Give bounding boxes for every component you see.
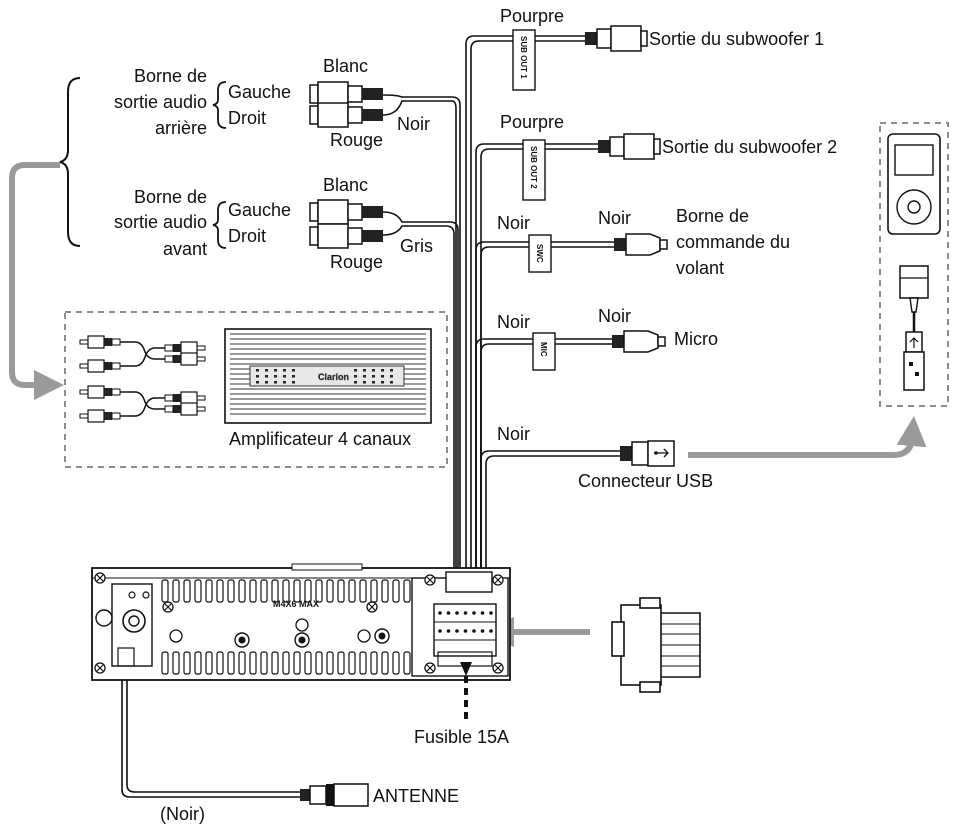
purple-label: Pourpre <box>500 112 564 132</box>
sub-out-2-label: Sortie du subwoofer 2 <box>662 137 837 157</box>
rca-plug-icon <box>614 233 668 256</box>
screw-icon <box>424 574 436 586</box>
red-label: Rouge <box>330 130 383 150</box>
purple-label: Pourpre <box>500 6 564 26</box>
screw-icon <box>492 662 504 674</box>
rear-terminal-label: arrière <box>155 118 207 138</box>
bolt-icon <box>294 632 310 648</box>
rca-plug-icon <box>164 352 206 366</box>
rca-plug-icon <box>79 409 121 423</box>
rca-plug-icon <box>79 359 121 373</box>
left-label: Gauche <box>228 82 291 102</box>
black-label: Noir <box>497 312 530 332</box>
rca-plug-icon <box>598 133 661 160</box>
front-terminal-label: sortie audio <box>114 212 207 232</box>
amp-rca-cables <box>120 341 165 417</box>
brace-rear-small <box>212 81 227 129</box>
white-label: Blanc <box>323 56 368 76</box>
brace-left <box>59 77 81 247</box>
antenna-label: ANTENNE <box>373 786 459 806</box>
rca-plug-icon <box>612 330 666 353</box>
rca-plug-icon <box>309 81 383 107</box>
black-label: Noir <box>598 306 631 326</box>
rca-plug-icon <box>164 391 206 405</box>
fuse-label: Fusible 15A <box>414 727 509 747</box>
rca-plug-icon <box>309 223 383 249</box>
svg-text:MIC: MIC <box>539 342 548 357</box>
ipod-cable-icon <box>899 265 929 391</box>
front-terminal-label: avant <box>163 239 207 259</box>
micro-label: Micro <box>674 329 718 349</box>
screw-icon <box>162 601 174 613</box>
screw-icon <box>424 662 436 674</box>
screw-icon <box>366 601 378 613</box>
amplifier-icon: Clarion <box>224 328 432 424</box>
rear-terminal-label: sortie audio <box>114 92 207 112</box>
amplifier-dashed-box <box>64 311 448 468</box>
usb-connector-label: Connecteur USB <box>578 471 713 491</box>
rear-terminal-label: Borne de <box>134 66 207 86</box>
screw-spec-label: M4X6 MAX <box>273 599 319 609</box>
amp-brand: Clarion <box>318 372 349 382</box>
amplifier-label: Amplificateur 4 canaux <box>229 429 411 449</box>
screw-icon <box>94 572 106 584</box>
rear-to-amp-arrow <box>9 162 64 400</box>
screw-icon <box>94 662 106 674</box>
brace-front-small <box>212 201 227 249</box>
svg-text:SWC: SWC <box>535 244 544 263</box>
usb-plug-icon <box>620 440 675 467</box>
tag-mic: MIC <box>532 332 556 371</box>
cable-bundle <box>121 35 620 798</box>
rca-plug-icon <box>585 25 648 52</box>
antenna-plug-icon <box>300 783 369 807</box>
ipod-dashed-box <box>879 122 949 407</box>
grey-label: Gris <box>400 236 433 256</box>
tag-sub-out-2: SUB OUT 2 <box>522 139 546 201</box>
fuse-arrow-icon <box>460 662 472 722</box>
ipod-icon <box>887 133 941 235</box>
sub-out-1-label: Sortie du subwoofer 1 <box>649 29 824 49</box>
rca-plug-icon <box>164 341 206 355</box>
usb-to-ipod-arrow <box>688 416 927 458</box>
bolt-icon <box>374 628 390 644</box>
black-label: Noir <box>497 424 530 444</box>
black-label: Noir <box>497 213 530 233</box>
svg-text:SUB OUT 1: SUB OUT 1 <box>519 36 528 79</box>
steering-control-label: Borne de <box>676 206 749 226</box>
right-label: Droit <box>228 108 266 128</box>
iso-connector-icon <box>611 597 701 693</box>
rca-plug-icon <box>79 385 121 399</box>
red-label: Rouge <box>330 252 383 272</box>
rca-plug-icon <box>164 402 206 416</box>
screw-icon <box>492 574 504 586</box>
rca-plug-icon <box>309 199 383 225</box>
right-label: Droit <box>228 226 266 246</box>
tag-swc: SWC <box>528 234 552 273</box>
black-label: Noir <box>397 114 430 134</box>
left-label: Gauche <box>228 200 291 220</box>
rca-plug-icon <box>309 102 383 128</box>
tag-sub-out-1: SUB OUT 1 <box>512 29 536 91</box>
svg-text:SUB OUT 2: SUB OUT 2 <box>529 146 538 189</box>
front-terminal-label: Borne de <box>134 187 207 207</box>
white-label: Blanc <box>323 175 368 195</box>
black-label: Noir <box>598 208 631 228</box>
labels: Borne de sortie audio arrière Gauche Dro… <box>114 6 837 824</box>
antenna-black-label: (Noir) <box>160 804 205 824</box>
bolt-icon <box>234 632 250 648</box>
rca-plug-icon <box>79 335 121 349</box>
steering-control-label: commande du <box>676 232 790 252</box>
steering-control-label: volant <box>676 258 724 278</box>
